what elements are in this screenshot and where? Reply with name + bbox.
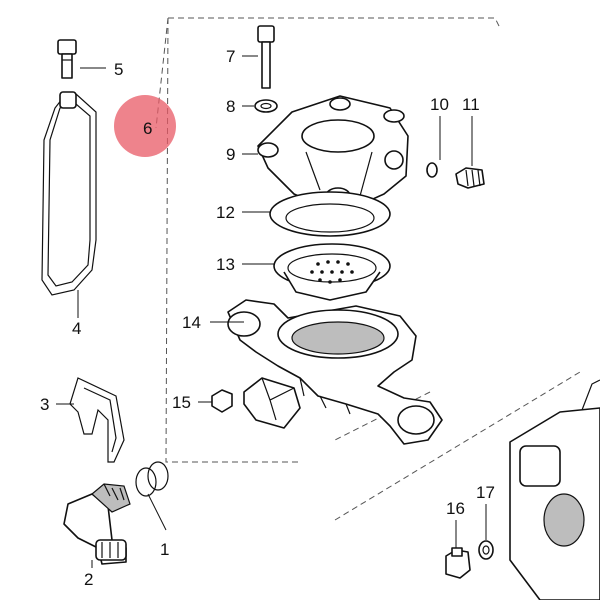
part-3-wire-clip[interactable] [69, 377, 125, 463]
callout-7[interactable]: 7 [226, 47, 235, 66]
callout-8[interactable]: 8 [226, 97, 235, 116]
part-4-clip[interactable] [41, 91, 97, 296]
part-15-nut-and-block[interactable] [211, 377, 301, 429]
part-1-o-rings[interactable] [135, 461, 169, 497]
part-12-diaphragm[interactable] [269, 191, 391, 237]
pump-crankcase [509, 379, 600, 600]
part-5-screw[interactable] [57, 39, 77, 79]
callout-13[interactable]: 13 [216, 255, 235, 274]
callout-1[interactable]: 1 [160, 540, 169, 559]
callout-9[interactable]: 9 [226, 145, 235, 164]
highlight-marker[interactable] [114, 95, 176, 157]
part-9-valve-cover[interactable] [257, 95, 409, 215]
part-16-drain-plug[interactable] [445, 547, 471, 579]
part-17-seal-ring[interactable] [478, 540, 494, 560]
callout-5[interactable]: 5 [114, 60, 123, 79]
part-10-small-washer[interactable] [426, 162, 438, 178]
part-11-plug-screw[interactable] [455, 167, 485, 189]
part-2-elbow-fitting[interactable] [63, 483, 131, 565]
part-13-strainer[interactable] [273, 243, 391, 301]
part-14-housing[interactable] [227, 299, 443, 445]
callout-16[interactable]: 16 [446, 499, 465, 518]
part-7-bolt[interactable] [257, 25, 275, 89]
callout-14[interactable]: 14 [182, 313, 201, 332]
callout-15[interactable]: 15 [172, 393, 191, 412]
callout-3[interactable]: 3 [40, 395, 49, 414]
callout-2[interactable]: 2 [84, 570, 93, 589]
part-8-washer[interactable] [254, 99, 278, 113]
callout-6[interactable]: 6 [143, 119, 152, 138]
callout-4[interactable]: 4 [72, 319, 81, 338]
callout-10[interactable]: 10 [430, 95, 449, 114]
callout-11[interactable]: 11 [462, 95, 480, 114]
callout-12[interactable]: 12 [216, 203, 235, 222]
callout-17[interactable]: 17 [476, 483, 495, 502]
